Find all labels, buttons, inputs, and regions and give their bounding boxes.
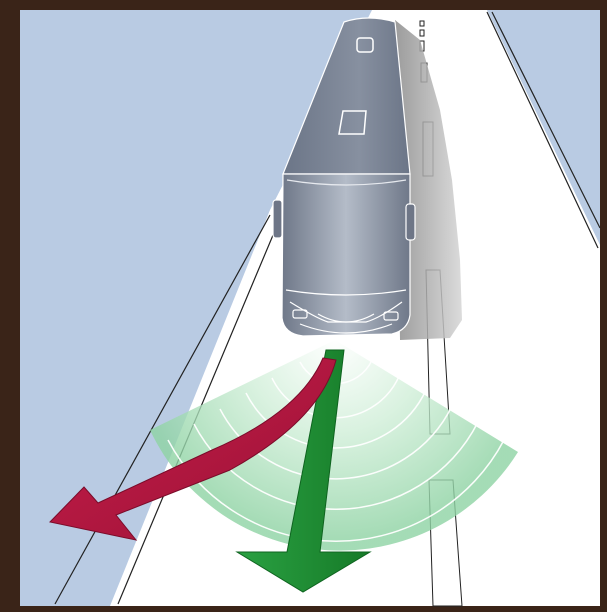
lane-dash xyxy=(419,29,425,37)
road-edge-left-outer xyxy=(54,214,271,605)
roof-hatch xyxy=(356,37,374,53)
lane-dash xyxy=(419,20,425,27)
left-turn-arrow-icon xyxy=(49,357,337,541)
mirror-right xyxy=(405,203,416,241)
bus-shadow xyxy=(395,20,462,340)
straight-arrow-icon xyxy=(235,349,372,593)
mirror-left xyxy=(272,199,283,239)
road-edge-right-outer xyxy=(486,11,599,249)
roof-hatch xyxy=(338,110,367,135)
headlight-right xyxy=(383,311,399,321)
bus-icon xyxy=(272,17,416,337)
headlight-left xyxy=(292,309,308,319)
road-edge-right-inner xyxy=(491,11,601,229)
